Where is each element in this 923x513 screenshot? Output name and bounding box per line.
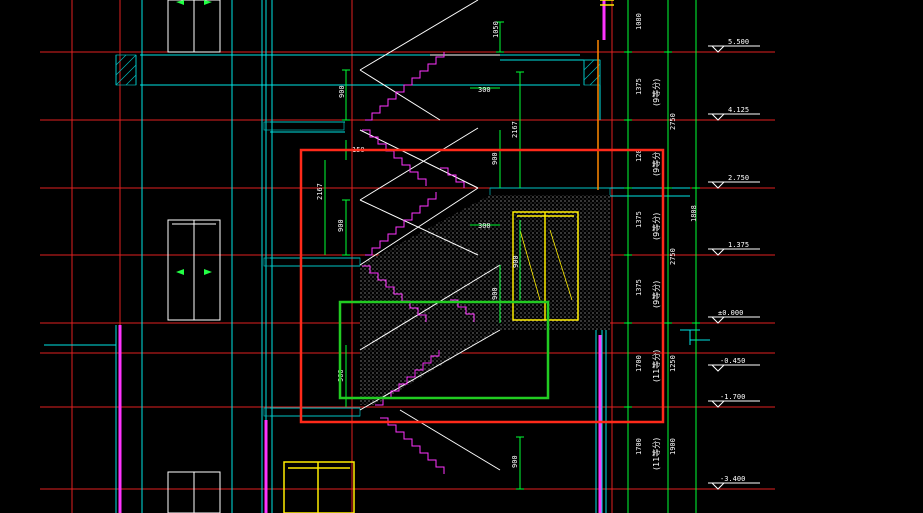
- dimension-text: 900: [491, 287, 499, 300]
- stair-outlines: [359, 0, 501, 471]
- elevation-label: -0.450: [720, 357, 745, 365]
- green-highlight-box[interactable]: [338, 300, 550, 400]
- dimension-text: 1700: [635, 355, 643, 372]
- dimension-text: 2750: [669, 113, 677, 130]
- slab-hatch: [115, 54, 611, 417]
- elevation-label: -1.700: [720, 393, 745, 401]
- dimension-text: 120: [635, 149, 643, 162]
- elevation-label: 1.375: [728, 241, 749, 249]
- dimension-texts: 1050 900 300 2167 150 900 2167 900 300 9…: [316, 13, 698, 468]
- dimension-text: 1250: [669, 355, 677, 372]
- dimension-text: 1080: [635, 13, 643, 30]
- division-note: (9等分): [651, 149, 661, 176]
- dimension-text: 1050: [492, 21, 500, 38]
- dimension-text: 2750: [669, 248, 677, 265]
- dimension-text: 900: [338, 85, 346, 98]
- stair-nosing: [362, 52, 475, 474]
- dimension-text: 300: [478, 86, 491, 94]
- division-note: (11等分): [651, 350, 661, 382]
- division-note: (9等分): [651, 281, 661, 308]
- dimension-text: 2167: [511, 121, 519, 138]
- elevation-label: 2.750: [728, 174, 749, 182]
- windows: [167, 0, 221, 513]
- dimension-text: 1375: [635, 279, 643, 296]
- elevation-label: 5.500: [728, 38, 749, 46]
- dimension-text: 300: [478, 222, 491, 230]
- dimension-text: 1808: [690, 205, 698, 222]
- dimension-text: 1700: [635, 438, 643, 455]
- dimension-lines: [324, 0, 700, 513]
- division-note: (9等分): [651, 213, 661, 240]
- red-highlight-box[interactable]: [299, 148, 665, 424]
- division-note: (9等分): [651, 79, 661, 106]
- stair-landing-hatch: [360, 195, 610, 405]
- dimension-text: 1375: [635, 211, 643, 228]
- division-notes: (9等分) (9等分) (9等分) (9等分) (11等分) (11等分): [651, 79, 661, 470]
- elevation-label: ±0.000: [718, 309, 743, 317]
- dimension-text: 1375: [635, 78, 643, 95]
- dimension-text: 900: [491, 152, 499, 165]
- elevation-label: -3.400: [720, 475, 745, 483]
- dimension-text: 900: [512, 255, 520, 268]
- window-arrows: [176, 0, 212, 275]
- dimension-text: 900: [337, 219, 345, 232]
- elevation-label: 4.125: [728, 106, 749, 114]
- division-note: (11等分): [651, 438, 661, 470]
- elevation-markers: [708, 45, 760, 490]
- dimension-text: 1900: [669, 438, 677, 455]
- yellow-window-bottom: [283, 461, 355, 513]
- elevation-labels: 5.500 4.125 2.750 1.375 ±0.000 -0.450 -1…: [718, 38, 749, 483]
- magenta-walls: [118, 0, 606, 513]
- dimension-text: 2167: [316, 183, 324, 200]
- dimension-text: 900: [511, 455, 519, 468]
